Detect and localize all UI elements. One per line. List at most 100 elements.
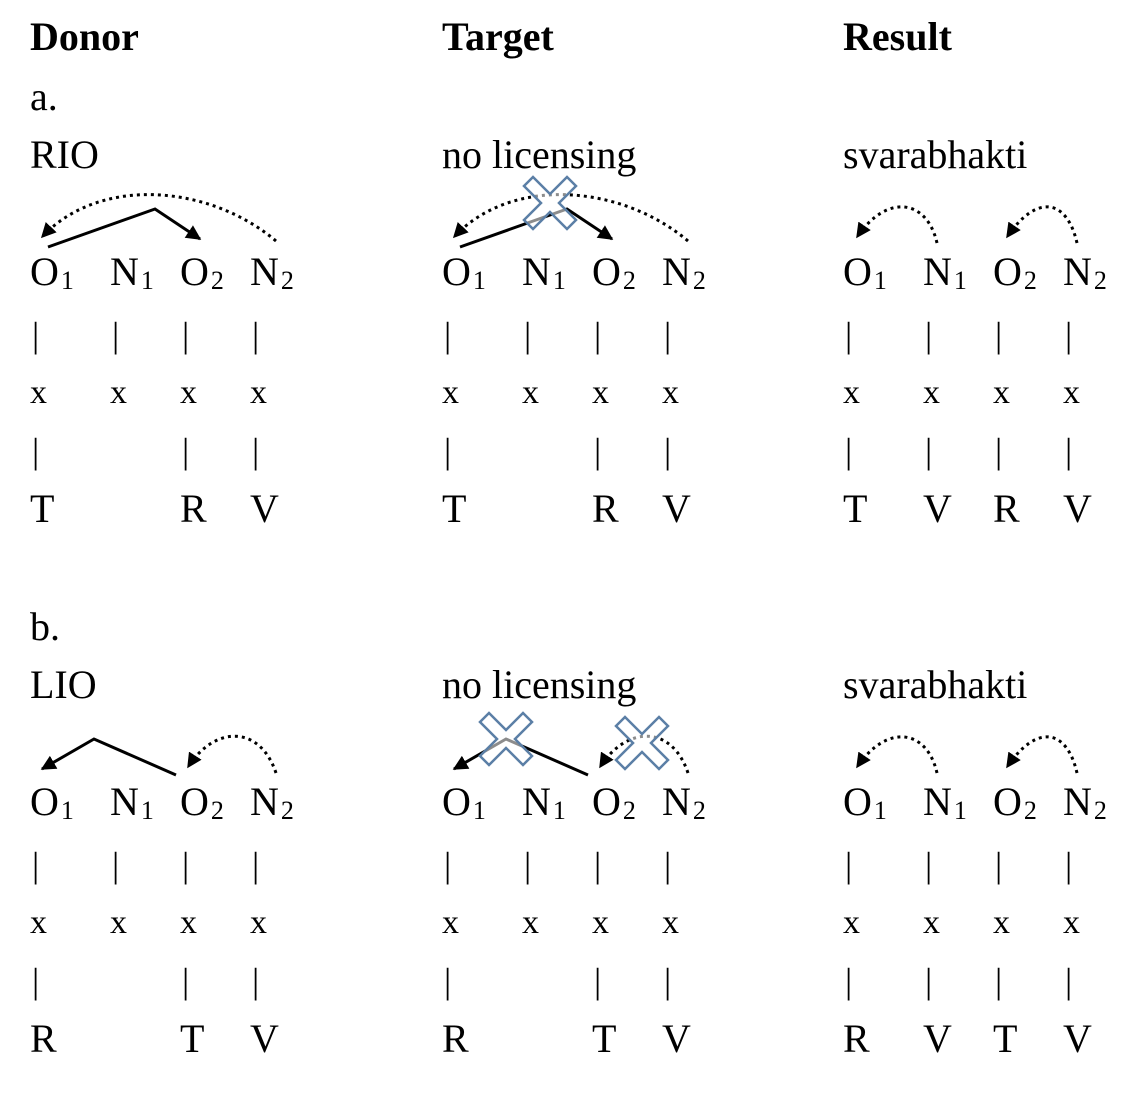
- association-line: |: [444, 315, 451, 355]
- skeleton-slot: x: [592, 374, 609, 411]
- dotted-government-arrow: [452, 193, 689, 243]
- melody-segment: V: [923, 1016, 952, 1061]
- association-line: |: [444, 845, 451, 885]
- association-line: |: [1065, 845, 1072, 885]
- position-n2: N2: [1063, 249, 1107, 295]
- position-o1: O1: [843, 779, 887, 825]
- skeleton-slot: x: [1063, 904, 1080, 941]
- blocked-cross-icon: [522, 175, 578, 231]
- association-line: |: [664, 431, 671, 471]
- skeleton-slot: x: [1063, 374, 1080, 411]
- skeleton-slot: x: [662, 904, 679, 941]
- position-n1: N1: [522, 249, 566, 295]
- position-index: 2: [1024, 266, 1037, 295]
- position-o2: O2: [993, 249, 1037, 295]
- association-line: |: [32, 315, 39, 355]
- skeleton-slot: x: [843, 904, 860, 941]
- position-o2: O2: [993, 779, 1037, 825]
- position-o1: O1: [442, 249, 486, 295]
- position-index: 2: [693, 266, 706, 295]
- association-line: |: [444, 431, 451, 471]
- target-label: no licensing: [442, 132, 636, 177]
- section-letter-a: a.: [30, 74, 58, 119]
- melody-segment: R: [592, 486, 619, 531]
- association-line: |: [32, 845, 39, 885]
- position-index: 1: [473, 796, 486, 825]
- association-line: |: [1065, 961, 1072, 1001]
- association-line: |: [664, 845, 671, 885]
- position-index: 1: [61, 266, 74, 295]
- skeleton-slot: x: [522, 374, 539, 411]
- association-line: |: [524, 315, 531, 355]
- position-index: 2: [1094, 266, 1107, 295]
- skeleton-slot: x: [442, 904, 459, 941]
- dotted-government-arrow: [1005, 735, 1079, 774]
- association-line: |: [925, 961, 932, 1001]
- association-line: |: [995, 315, 1002, 355]
- association-line: |: [252, 961, 259, 1001]
- melody-segment: V: [1063, 486, 1092, 531]
- association-line: |: [995, 961, 1002, 1001]
- skeleton-slot: x: [923, 374, 940, 411]
- header-donor: Donor: [30, 14, 139, 59]
- association-line: |: [664, 961, 671, 1001]
- position-index: 2: [211, 266, 224, 295]
- association-line: |: [252, 431, 259, 471]
- association-line: |: [845, 315, 852, 355]
- association-line: |: [182, 845, 189, 885]
- result-label: svarabhakti: [843, 662, 1027, 707]
- association-line: |: [845, 431, 852, 471]
- position-o2: O2: [592, 779, 636, 825]
- donor-label: LIO: [30, 662, 97, 707]
- melody-segment: V: [662, 1016, 691, 1061]
- association-line: |: [594, 431, 601, 471]
- association-line: |: [594, 961, 601, 1001]
- association-line: |: [1065, 315, 1072, 355]
- skeleton-slot: x: [30, 374, 47, 411]
- melody-segment: T: [180, 1016, 204, 1061]
- skeleton-slot: x: [30, 904, 47, 941]
- skeleton-slot: x: [250, 374, 267, 411]
- solid-licensing-arrow: [459, 207, 614, 249]
- dotted-government-arrow: [40, 193, 277, 243]
- position-o2: O2: [180, 249, 224, 295]
- melody-segment: V: [923, 486, 952, 531]
- association-line: |: [182, 315, 189, 355]
- position-o1: O1: [30, 779, 74, 825]
- association-line: |: [182, 961, 189, 1001]
- position-index: 2: [623, 266, 636, 295]
- melody-segment: V: [250, 1016, 279, 1061]
- association-line: |: [925, 315, 932, 355]
- position-o1: O1: [30, 249, 74, 295]
- dotted-government-arrow: [855, 735, 939, 774]
- melody-segment: R: [993, 486, 1020, 531]
- skeleton-slot: x: [993, 374, 1010, 411]
- header-target: Target: [442, 14, 555, 59]
- position-o2: O2: [592, 249, 636, 295]
- association-line: |: [112, 845, 119, 885]
- blocked-cross-icon: [614, 715, 670, 771]
- association-line: |: [925, 845, 932, 885]
- position-n1: N1: [923, 249, 967, 295]
- association-line: |: [32, 961, 39, 1001]
- association-line: |: [1065, 431, 1072, 471]
- association-line: |: [182, 431, 189, 471]
- skeleton-slot: x: [180, 904, 197, 941]
- position-index: 1: [954, 796, 967, 825]
- position-n2: N2: [662, 779, 706, 825]
- melody-segment: V: [250, 486, 279, 531]
- solid-licensing-arrow: [40, 737, 177, 777]
- skeleton-slot: x: [110, 374, 127, 411]
- association-line: |: [112, 315, 119, 355]
- dotted-government-arrow: [1005, 205, 1079, 244]
- association-line: |: [995, 431, 1002, 471]
- association-line: |: [32, 431, 39, 471]
- position-index: 2: [281, 266, 294, 295]
- position-n1: N1: [110, 779, 154, 825]
- association-line: |: [594, 845, 601, 885]
- melody-segment: T: [30, 486, 54, 531]
- dotted-government-arrow: [855, 205, 939, 244]
